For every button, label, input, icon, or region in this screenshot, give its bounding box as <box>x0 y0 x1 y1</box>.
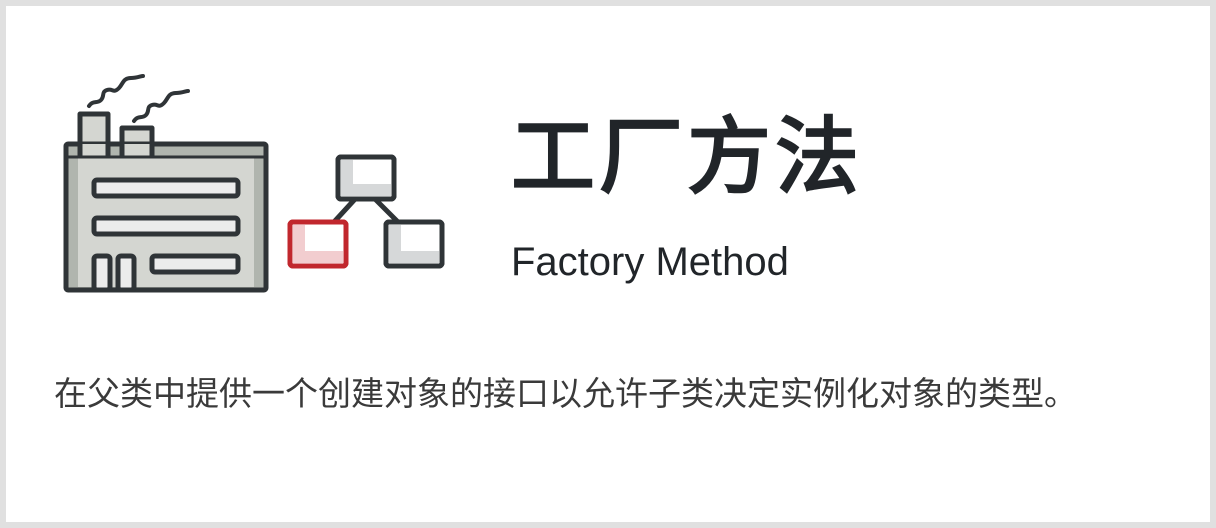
factory-icon <box>63 74 269 293</box>
class-hierarchy-icon <box>287 154 445 269</box>
pattern-title: 工厂方法 <box>511 108 864 206</box>
pattern-description: 在父类中提供一个创建对象的接口以允许子类决定实例化对象的类型。 <box>54 374 1077 413</box>
factory-method-illustration <box>63 74 445 293</box>
pattern-subtitle: Factory Method <box>511 240 789 284</box>
